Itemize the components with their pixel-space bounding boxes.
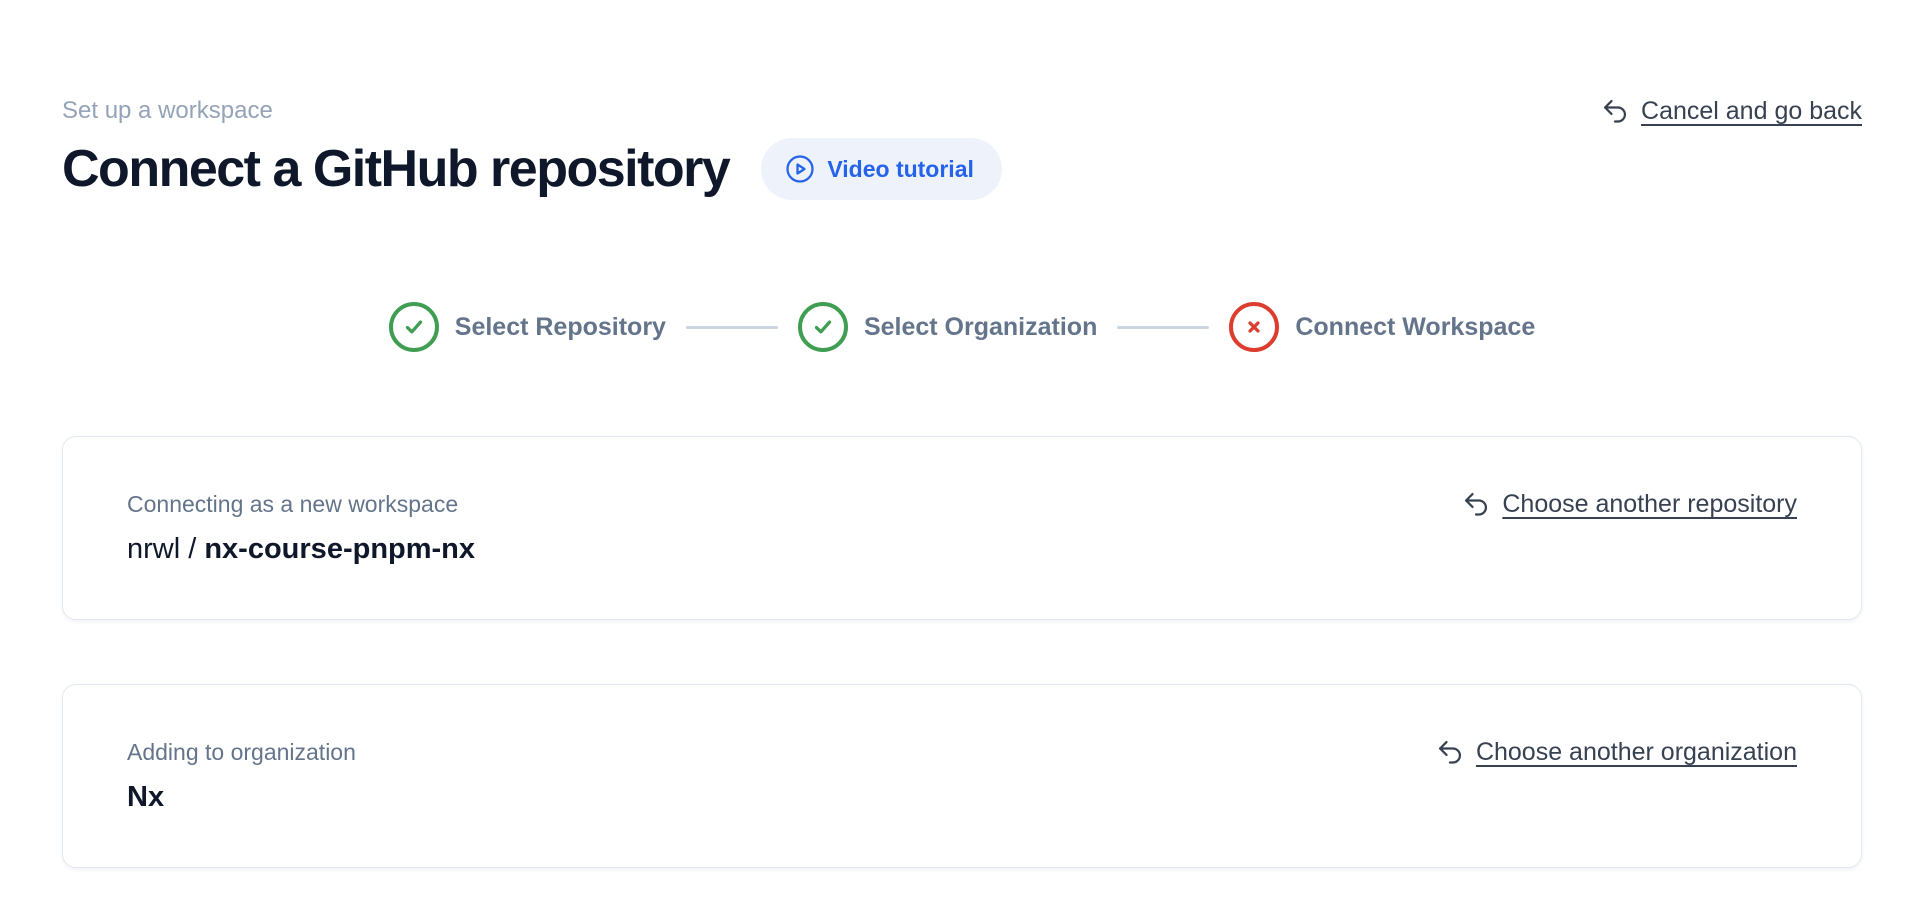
step-label: Select Organization	[863, 312, 1098, 341]
step-label: Select Repository	[454, 312, 666, 341]
stepper-connector	[1117, 325, 1210, 329]
title-row: Connect a GitHub repository Video tutori…	[62, 138, 1002, 200]
step-complete-icon	[388, 302, 439, 352]
step-select-organization: Select Organization	[797, 302, 1098, 352]
repository-repo: nx-course-pnpm-nx	[204, 533, 476, 565]
undo-arrow-icon	[1462, 490, 1490, 518]
repository-card-label: Connecting as a new workspace	[127, 491, 459, 517]
choose-repository-label: Choose another repository	[1502, 490, 1797, 518]
repository-owner: nrwl /	[127, 533, 205, 565]
step-error-icon	[1229, 302, 1280, 352]
video-tutorial-label: Video tutorial	[827, 155, 974, 182]
step-label: Connect Workspace	[1295, 312, 1536, 341]
breadcrumb: Set up a workspace	[62, 97, 273, 124]
stepper-connector	[685, 325, 778, 329]
organization-card-label: Adding to organization	[127, 739, 356, 765]
cancel-and-go-back-link[interactable]: Cancel and go back	[1601, 96, 1862, 126]
step-select-repository: Select Repository	[388, 302, 666, 352]
cancel-link-label: Cancel and go back	[1641, 97, 1862, 125]
undo-arrow-icon	[1436, 738, 1464, 766]
organization-card: Adding to organization Nx Choose another…	[62, 684, 1862, 868]
progress-stepper: Select Repository Select Organization Co…	[62, 302, 1862, 352]
page-title: Connect a GitHub repository	[62, 140, 731, 198]
undo-arrow-icon	[1601, 97, 1629, 125]
choose-another-organization-link[interactable]: Choose another organization	[1436, 737, 1797, 767]
choose-organization-label: Choose another organization	[1475, 738, 1797, 766]
step-connect-workspace: Connect Workspace	[1229, 302, 1535, 352]
video-tutorial-button[interactable]: Video tutorial	[761, 138, 1002, 200]
step-complete-icon	[797, 302, 848, 352]
setup-workspace-page: Set up a workspace Connect a GitHub repo…	[62, 96, 1862, 868]
repository-name: nrwl / nx-course-pnpm-nx	[127, 531, 475, 567]
choose-another-repository-link[interactable]: Choose another repository	[1462, 489, 1797, 519]
play-circle-icon	[785, 154, 815, 184]
page-header: Set up a workspace Connect a GitHub repo…	[62, 96, 1862, 200]
header-left: Set up a workspace Connect a GitHub repo…	[62, 96, 1002, 200]
repository-card-info: Connecting as a new workspace nrwl / nx-…	[127, 489, 475, 567]
organization-name: Nx	[127, 781, 165, 813]
repository-card: Connecting as a new workspace nrwl / nx-…	[62, 436, 1862, 620]
organization-card-info: Adding to organization Nx	[127, 737, 356, 815]
